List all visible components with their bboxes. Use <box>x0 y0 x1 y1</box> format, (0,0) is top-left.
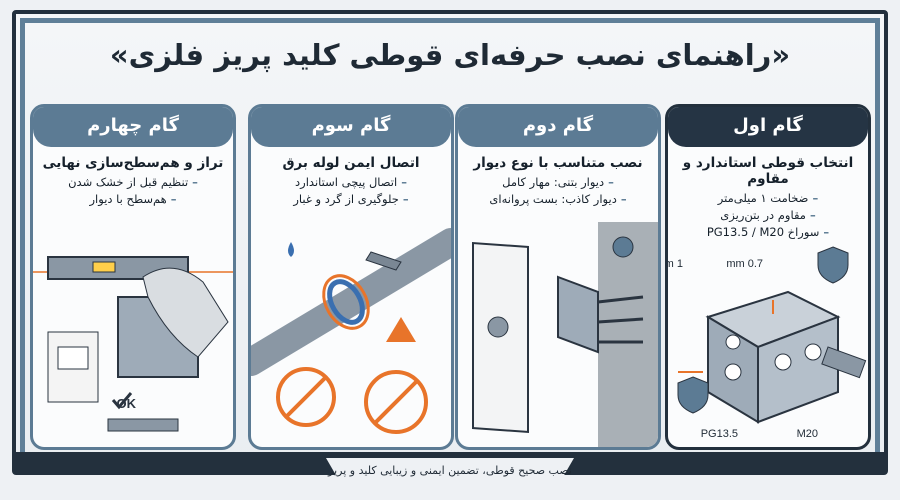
step-1-card: گام اول انتخاب قوطی استاندارد و مقاوم –ض… <box>665 104 871 450</box>
step-heading: اتصال ایمن لوله برق <box>282 155 420 171</box>
step-header: گام سوم <box>251 107 451 147</box>
step-header: گام اول <box>668 107 868 147</box>
step-3-card: گام سوم اتصال ایمن لوله برق –اتصال پیچی … <box>248 104 454 450</box>
list-item: –تنظیم قبل از خشک شدن <box>68 175 198 189</box>
warning-icon <box>386 317 416 342</box>
list-item: –هم‌سطح با دیوار <box>89 192 177 206</box>
page-title: «راهنمای نصب حرفه‌ای قوطی کلید پریز فلزی… <box>109 38 791 72</box>
leveling-illustration: OK <box>33 256 233 432</box>
list-item: –دیوار کاذب: بست پروانه‌ای <box>489 192 627 206</box>
list-item: –دیوار بتنی: مهار کامل <box>502 175 614 189</box>
conduit-illustration <box>251 228 451 434</box>
check-icon <box>111 392 133 410</box>
list-item: –ضخامت ۱ میلی‌متر <box>717 191 819 205</box>
thin-label: 0.7 mm <box>726 258 763 270</box>
thickness-label: 1 mm <box>668 258 683 270</box>
m-label: M20 <box>797 428 818 440</box>
list-item: –مقاوم در بتن‌ریزی <box>720 208 816 222</box>
wall-mount-illustration <box>472 222 658 447</box>
list-item: –اتصال پیچی استاندارد <box>295 175 407 189</box>
water-drop-icon <box>288 242 294 257</box>
metal-box-illustration: 1 mm 0.7 mm PG13.5 M20 <box>668 246 867 440</box>
ok-label: OK <box>117 396 137 411</box>
step-heading: انتخاب قوطی استاندارد و مقاوم <box>682 155 854 187</box>
step-header: گام چهارم <box>33 107 233 147</box>
step-2-card: گام دوم نصب متناسب با نوع دیوار –دیوار ب… <box>455 104 661 450</box>
list-item: –جلوگیری از گرد و غبار <box>293 192 409 206</box>
wrench-icon <box>365 251 402 271</box>
step-4-card: گام چهارم تراز و هم‌سطح‌سازی نهایی –تنظی… <box>30 104 236 450</box>
step-heading: نصب متناسب با نوع دیوار <box>473 155 643 171</box>
gear-icon <box>612 236 634 258</box>
shield-icon <box>677 376 709 414</box>
list-item: –سوراخ PG13.5 / M20 <box>706 225 830 239</box>
step-header: گام دوم <box>458 107 658 147</box>
footer-text: نصب صحیح قوطی، تضمین ایمنی و زیبایی کلید… <box>328 464 572 477</box>
pg-label: PG13.5 <box>701 428 738 440</box>
step-heading: تراز و هم‌سطح‌سازی نهایی <box>42 155 224 171</box>
footer-tab <box>326 458 574 488</box>
shield-icon <box>817 246 849 284</box>
